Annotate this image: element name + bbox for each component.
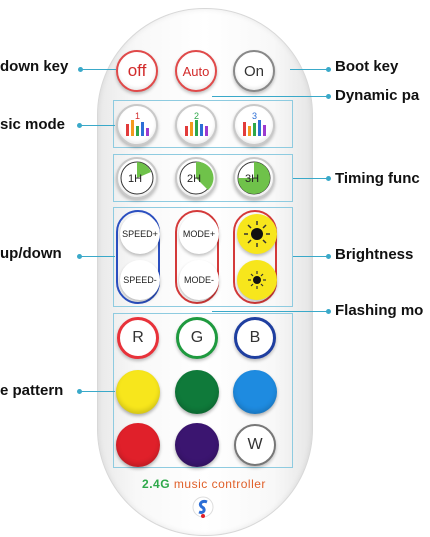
leader-line <box>293 178 330 179</box>
music-mode-2-button[interactable]: 2 <box>175 104 217 146</box>
leader-line <box>79 256 115 257</box>
leader-line <box>79 125 115 126</box>
leader-line <box>293 256 330 257</box>
blue-button[interactable]: B <box>234 317 276 359</box>
timer-3h-label: 3H <box>245 173 259 185</box>
mode-up-button[interactable]: MODE+ <box>179 214 219 254</box>
music-mode-group <box>113 100 293 148</box>
mode-pill: MODE+ MODE- <box>175 210 219 304</box>
speed-up-button[interactable]: SPEED+ <box>120 214 160 254</box>
music-mode-2-number: 2 <box>194 111 199 121</box>
clock-icon: 3H <box>237 161 271 195</box>
music-bars-icon: 3 <box>243 111 266 136</box>
dark-green-color-button[interactable] <box>175 370 219 414</box>
left-label-3: up/down <box>0 245 62 262</box>
timer-3h-button[interactable]: 3H <box>233 157 275 199</box>
clock-icon: 1H <box>120 161 154 195</box>
mode-down-button[interactable]: MODE- <box>179 260 219 300</box>
leader-line <box>290 69 330 70</box>
music-bars-icon: 1 <box>126 111 149 136</box>
sun-icon <box>244 221 270 247</box>
brand-name: music controller <box>173 477 266 491</box>
auto-button[interactable]: Auto <box>175 50 217 92</box>
color-pattern-group <box>113 313 293 468</box>
leader-dot <box>326 254 331 259</box>
white-button[interactable]: W <box>234 424 276 466</box>
brightness-up-button[interactable] <box>237 214 277 254</box>
brand-text: 2.4G music controller <box>97 477 311 491</box>
leader-dot <box>326 67 331 72</box>
right-label-4: Brightness <box>335 246 414 263</box>
right-label-5: Flashing mo <box>335 302 424 319</box>
leader-dot <box>326 94 331 99</box>
mode-up-label: MODE+ <box>182 229 216 239</box>
brightness-pill <box>233 210 277 304</box>
on-button[interactable]: On <box>233 50 275 92</box>
mode-down-label: MODE- <box>184 275 214 285</box>
sky-blue-color-button[interactable] <box>233 370 277 414</box>
red-label: R <box>132 329 144 346</box>
timer-1h-label: 1H <box>128 173 142 185</box>
leader-dot <box>326 309 331 314</box>
right-label-1: Boot key <box>335 58 399 75</box>
music-bars-icon: 2 <box>185 111 208 136</box>
music-mode-1-button[interactable]: 1 <box>116 104 158 146</box>
music-mode-1-number: 1 <box>135 111 140 121</box>
blue-label: B <box>249 329 261 346</box>
leader-line <box>212 311 330 312</box>
music-mode-3-button[interactable]: 3 <box>233 104 275 146</box>
speed-down-button[interactable]: SPEED- <box>120 260 160 300</box>
right-label-2: Dynamic pa <box>335 87 420 104</box>
right-label-3: Timing func <box>335 170 420 187</box>
leader-dot <box>78 67 83 72</box>
leader-line <box>212 96 330 97</box>
speed-down-label: SPEED- <box>123 275 157 285</box>
white-label: W <box>247 436 263 453</box>
timer-group <box>113 154 293 202</box>
leader-line <box>79 391 115 392</box>
control-pill-group <box>113 207 293 307</box>
sun-icon <box>248 271 266 289</box>
red-color-button[interactable] <box>116 423 160 467</box>
speed-pill: SPEED+ SPEED- <box>116 210 160 304</box>
music-mode-3-number: 3 <box>252 111 257 121</box>
purple-color-button[interactable] <box>175 423 219 467</box>
green-label: G <box>190 329 204 346</box>
leader-dot <box>77 389 82 394</box>
leader-dot <box>77 123 82 128</box>
brand-logo-icon <box>192 496 214 518</box>
yellow-color-button[interactable] <box>116 370 160 414</box>
speed-up-label: SPEED+ <box>122 229 158 239</box>
left-label-1: down key <box>0 58 69 75</box>
leader-dot <box>326 176 331 181</box>
green-button[interactable]: G <box>176 317 218 359</box>
left-label-2: sic mode <box>0 116 66 133</box>
clock-icon: 2H <box>179 161 214 195</box>
off-button[interactable]: off <box>116 50 158 92</box>
timer-2h-label: 2H <box>187 173 201 185</box>
timer-1h-button[interactable]: 1H <box>116 157 158 199</box>
red-button[interactable]: R <box>117 317 159 359</box>
leader-line <box>80 69 116 70</box>
off-label: off <box>127 61 147 80</box>
auto-label: Auto <box>182 63 210 79</box>
timer-2h-button[interactable]: 2H <box>175 157 217 199</box>
left-label-4: e pattern <box>0 382 64 399</box>
on-label: On <box>243 62 264 80</box>
leader-dot <box>77 254 82 259</box>
brand-prefix: 2.4G <box>142 477 171 491</box>
brightness-down-button[interactable] <box>237 260 277 300</box>
